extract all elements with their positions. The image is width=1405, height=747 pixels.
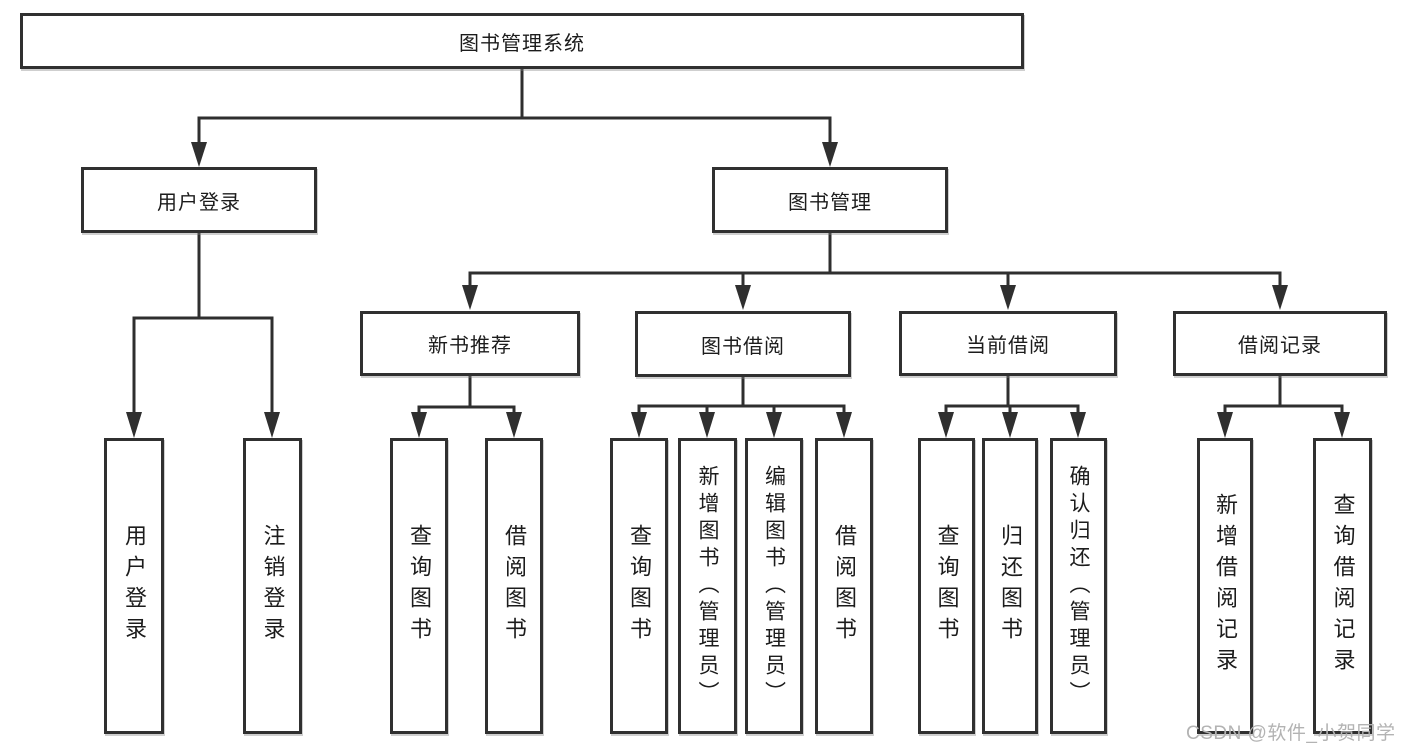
node-user-login: 用户登录 — [81, 167, 317, 233]
leaf-nbr-query-books-label: 查询图书 — [407, 524, 432, 648]
leaf-br-add-record: 新增借阅记录 — [1197, 438, 1253, 734]
leaf-cb-query-books-label: 查询图书 — [934, 524, 960, 648]
leaf-bb-borrow-books: 借阅图书 — [815, 438, 873, 734]
connector-current-borrow — [938, 376, 1086, 438]
node-new-book-rec-label: 新书推荐 — [428, 335, 512, 357]
leaf-bb-add-books-admin: 新增图书（管理员） — [678, 438, 737, 734]
leaf-br-query-record-label: 查询借阅记录 — [1330, 493, 1356, 679]
leaf-br-query-record: 查询借阅记录 — [1313, 438, 1372, 734]
leaf-cb-return-books-label: 归还图书 — [998, 524, 1023, 648]
leaf-cb-confirm-return-admin-label: 确认归还（管理员） — [1067, 464, 1090, 708]
leaf-bb-query-books: 查询图书 — [610, 438, 668, 734]
leaf-user-login: 用户登录 — [104, 438, 164, 734]
leaf-bb-add-books-admin-label: 新增图书（管理员） — [696, 464, 719, 708]
node-book-mgmt-label: 图书管理 — [788, 191, 872, 214]
node-user-login-label: 用户登录 — [157, 191, 241, 214]
leaf-logout: 注销登录 — [243, 438, 302, 734]
connector-book-borrow — [631, 377, 852, 438]
leaf-bb-edit-books-admin-label: 编辑图书（管理员） — [762, 464, 786, 708]
leaf-cb-query-books: 查询图书 — [918, 438, 975, 734]
node-borrow-records: 借阅记录 — [1173, 311, 1387, 376]
node-book-mgmt: 图书管理 — [712, 167, 948, 233]
leaf-br-add-record-label: 新增借阅记录 — [1213, 493, 1238, 679]
connector-user-login — [126, 233, 280, 438]
leaf-nbr-borrow-books: 借阅图书 — [485, 438, 543, 734]
connector-borrow-records — [1217, 376, 1350, 438]
leaf-bb-borrow-books-label: 借阅图书 — [832, 524, 857, 648]
leaf-bb-query-books-label: 查询图书 — [627, 524, 652, 648]
leaf-nbr-query-books: 查询图书 — [390, 438, 448, 734]
connector-root — [191, 69, 838, 167]
node-borrow-records-label: 借阅记录 — [1238, 335, 1322, 357]
watermark: CSDN @软件_小贺同学 — [1186, 723, 1396, 744]
node-root-label: 图书管理系统 — [459, 32, 585, 55]
node-new-book-rec: 新书推荐 — [360, 311, 580, 376]
connector-new-book-rec — [411, 376, 522, 438]
leaf-nbr-borrow-books-label: 借阅图书 — [502, 524, 527, 648]
node-root: 图书管理系统 — [20, 13, 1024, 69]
node-current-borrow-label: 当前借阅 — [966, 335, 1050, 357]
node-book-borrow: 图书借阅 — [635, 311, 851, 377]
leaf-logout-label: 注销登录 — [260, 524, 286, 648]
connector-book-mgmt — [462, 233, 1288, 310]
leaf-user-login-label: 用户登录 — [122, 524, 147, 648]
node-book-borrow-label: 图书借阅 — [701, 335, 785, 358]
leaf-cb-return-books: 归还图书 — [982, 438, 1038, 734]
leaf-cb-confirm-return-admin: 确认归还（管理员） — [1050, 438, 1107, 734]
leaf-bb-edit-books-admin: 编辑图书（管理员） — [745, 438, 803, 734]
node-current-borrow: 当前借阅 — [899, 311, 1117, 376]
